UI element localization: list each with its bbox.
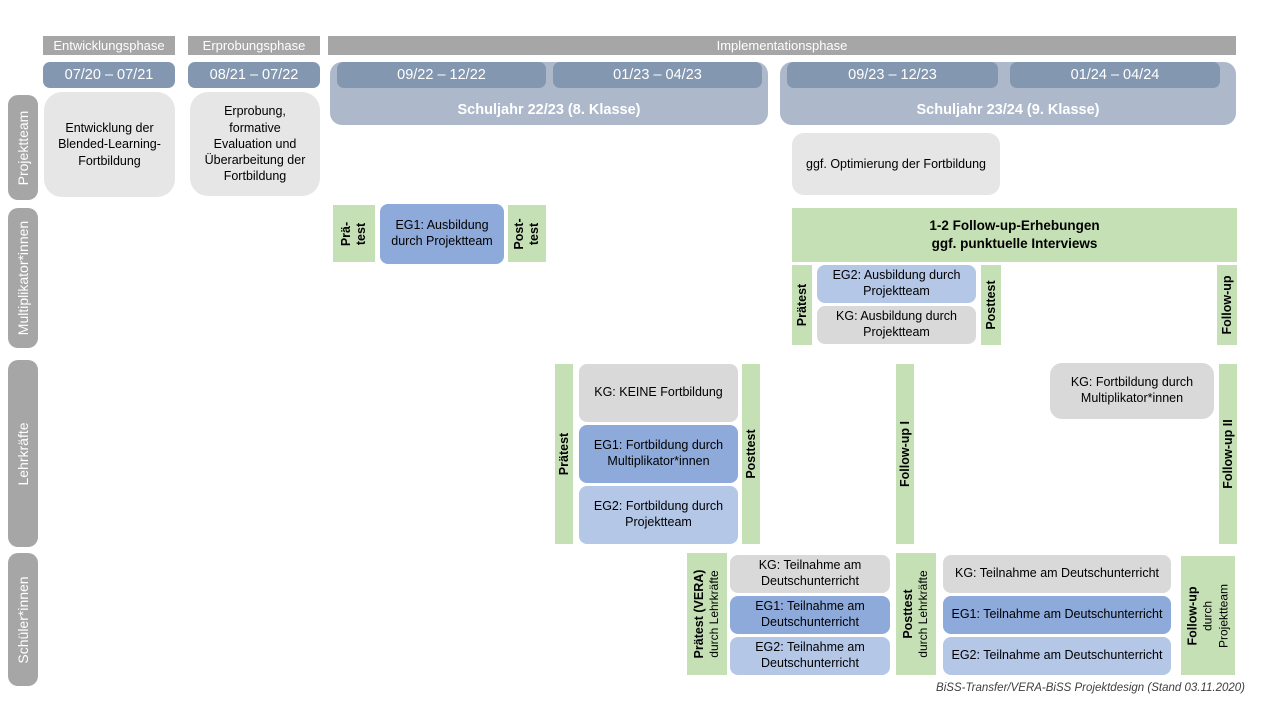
bar-praetest-multiplikatoren-1: Prä- test [333,205,375,262]
date-bar-0821-0722: 08/21 – 07/22 [188,62,320,88]
lane-label-projektteam-text: Projektteam [15,110,31,185]
box-eg1-fortbildung-multiplikatoren: EG1: Fortbildung durch Multiplikator*inn… [579,425,738,483]
bar-praetest-lehrkraefte: Prätest [555,364,573,544]
bar-posttest-lehrkraefte-text: Posttest [744,429,758,479]
schuljahr-2324-band: 09/23 – 12/23 01/24 – 04/24 Schuljahr 23… [780,62,1236,125]
date-bar-0124-0424: 01/24 – 04/24 [1010,62,1220,88]
followup-sublabel-durch: durch [1200,600,1215,631]
box-eg1-deutschunterricht-1: EG1: Teilnahme am Deutschunterricht [730,596,890,634]
bar-praetest-vera-schueler: Prätest (VERA) durch Lehrkräfte [687,553,727,675]
lane-label-lehrkraefte-text: Lehrkräfte [15,421,31,486]
box-entwicklung-fortbildung: Entwicklung der Blended-Learning-Fortbil… [44,92,175,197]
lane-label-schueler-text: Schüler*innen [15,575,31,664]
bar-followup-multiplikatoren: Follow-up [1217,265,1237,345]
date-bar-0123-0423: 01/23 – 04/23 [553,62,762,88]
posttest-sublabel: durch Lehrkräfte [916,570,931,658]
box-kg-deutschunterricht-2: KG: Teilnahme am Deutschunterricht [943,555,1171,593]
box-eg1-ausbildung-projektteam: EG1: Ausbildung durch Projektteam [380,204,504,264]
bar-followup1-lehrkraefte: Follow-up I [896,364,914,544]
footer-caption: BiSS-Transfer/VERA-BiSS Projektdesign (S… [936,682,1245,694]
phase-header-erprobungsphase: Erprobungsphase [188,36,320,55]
bar-followup-multiplikatoren-text: Follow-up [1220,275,1234,335]
bar-followup2-lehrkraefte: Follow-up II [1219,364,1237,544]
schuljahr-2223-label: Schuljahr 22/23 (8. Klasse) [457,102,641,118]
bar-praetest-multiplikatoren-2-text: Prätest [795,283,809,327]
box-kg-ausbildung-projektteam: KG: Ausbildung durch Projektteam [817,306,976,344]
bar-followup2-lehrkraefte-text: Follow-up II [1221,419,1235,489]
box-kg-keine-fortbildung: KG: KEINE Fortbildung [579,364,738,422]
bar-praetest-multiplikatoren-2: Prätest [792,265,812,345]
phase-header-implementationsphase: Implementationsphase [328,36,1236,55]
lane-label-multiplikatoren-text: Multiplikator*innen [15,220,31,336]
schuljahr-2324-label: Schuljahr 23/24 (9. Klasse) [916,102,1100,118]
box-kg-fortbildung-multiplikatoren: KG: Fortbildung durch Multiplikator*inne… [1050,363,1214,419]
bar-posttest-multiplikatoren-2-text: Posttest [984,280,998,330]
praetest-vera-label: Prätest (VERA) [692,569,707,659]
date-bar-0923-1223: 09/23 – 12/23 [787,62,998,88]
date-bar-0922-1222: 09/22 – 12/22 [337,62,546,88]
box-eg1-deutschunterricht-2: EG1: Teilnahme am Deutschunterricht [943,596,1171,634]
bar-posttest-multiplikatoren-1-text: Post- test [512,217,541,250]
followup-sublabel-projektteam: Projektteam [1216,583,1231,648]
bar-posttest-multiplikatoren-1: Post- test [508,205,546,262]
box-kg-deutschunterricht-1: KG: Teilnahme am Deutschunterricht [730,555,890,593]
followup-label: Follow-up [1185,586,1200,646]
box-eg2-fortbildung-projektteam: EG2: Fortbildung durch Projektteam [579,486,738,544]
bar-praetest-vera-schueler-text: Prätest (VERA) durch Lehrkräfte [691,570,723,659]
bar-posttest-multiplikatoren-2: Posttest [981,265,1001,345]
praetest-vera-sublabel: durch Lehrkräfte [707,570,722,658]
bar-followup-schueler: Follow-up durch Projektteam [1181,556,1235,675]
bar-followup1-lehrkraefte-text: Follow-up I [898,421,912,487]
date-bar-0720-0721: 07/20 – 07/21 [43,62,175,88]
box-eg2-ausbildung-projektteam: EG2: Ausbildung durch Projektteam [817,265,976,303]
bar-posttest-schueler: Posttest durch Lehrkräfte [896,553,936,675]
bar-praetest-multiplikatoren-1-text: Prä- test [339,221,368,246]
lane-label-multiplikatoren: Multiplikator*innen [8,208,38,348]
lane-label-schueler: Schüler*innen [8,553,38,686]
bar-praetest-lehrkraefte-text: Prätest [557,432,571,476]
bar-posttest-schueler-text: Posttest durch Lehrkräfte [900,570,932,657]
bar-posttest-lehrkraefte: Posttest [742,364,760,544]
bar-followup-schueler-text: Follow-up durch Projektteam [1184,583,1231,647]
lane-label-lehrkraefte: Lehrkräfte [8,360,38,547]
schuljahr-2223-band: 09/22 – 12/22 01/23 – 04/23 Schuljahr 22… [330,62,768,125]
box-eg2-deutschunterricht-1: EG2: Teilnahme am Deutschunterricht [730,637,890,675]
lane-label-projektteam: Projektteam [8,95,38,200]
box-eg2-deutschunterricht-2: EG2: Teilnahme am Deutschunterricht [943,637,1171,675]
box-erprobung-evaluation: Erprobung, formative Evaluation und Über… [190,92,320,196]
phase-header-entwicklungsphase: Entwicklungsphase [43,36,175,55]
box-optimierung-fortbildung: ggf. Optimierung der Fortbildung [792,133,1000,195]
box-followup-erhebungen: 1-2 Follow-up-Erhebungen ggf. punktuelle… [792,208,1237,262]
posttest-label: Posttest [901,589,916,639]
